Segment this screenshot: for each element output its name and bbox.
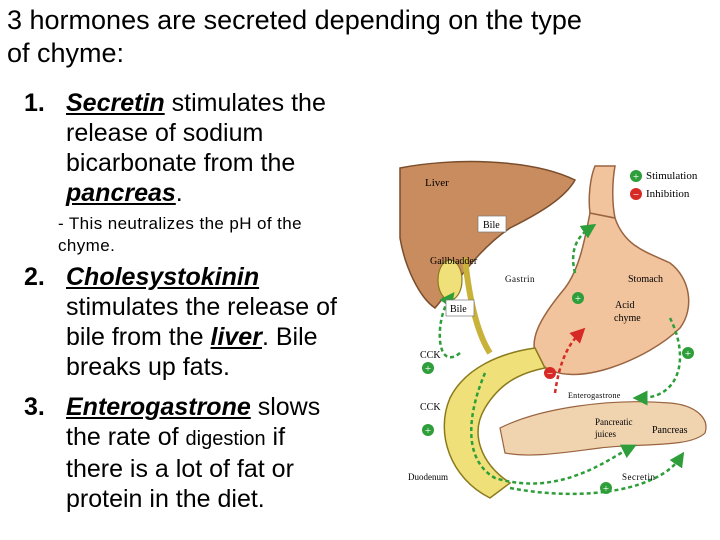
duodenum-shape <box>443 347 547 499</box>
slide-title: 3 hormones are secreted depending on the… <box>7 4 707 70</box>
bile-duct <box>462 257 493 355</box>
item-text: digestion <box>185 428 266 450</box>
item-text: . Bile <box>261 323 318 351</box>
label-chyme: chyme <box>614 313 641 324</box>
legend: + Stimulation − Inhibition <box>630 170 698 201</box>
label-cck-2: CCK <box>420 402 441 413</box>
list-number: 1. <box>24 89 45 117</box>
item-text: release of sodium <box>66 119 264 147</box>
label-pancreatic: Pancreatic <box>595 417 632 427</box>
label-duodenum: Duodenum <box>408 472 448 482</box>
list-item-secretin: 1. Secretin stimulates the release of so… <box>24 88 384 208</box>
item-text: there is a lot of fat or <box>66 455 294 483</box>
list-item-cholesystokinin: 2. Cholesystokinin stimulates the releas… <box>24 262 384 382</box>
item-text: stimulates the <box>164 89 326 117</box>
item-text: if <box>265 423 286 451</box>
label-gallbladder: Gallbladder <box>430 256 478 267</box>
label-gastrin: Gastrin <box>505 274 535 284</box>
legend-stimulation: Stimulation <box>646 170 698 182</box>
label-liver: Liver <box>425 177 449 189</box>
legend-plus-sign: + <box>633 171 639 183</box>
note-line-1: - This neutralizes the pH of the <box>58 214 302 233</box>
secretin-arrow <box>509 451 685 496</box>
term-enterogastrone: Enterogastrone <box>66 393 251 421</box>
item-text: the rate of <box>66 423 186 451</box>
svg-text:+: + <box>685 348 691 360</box>
term-cholesystokinin: Cholesystokinin <box>66 263 260 291</box>
cck-arrow-1 <box>438 291 461 359</box>
plus-icon: + <box>682 347 694 360</box>
plus-icon: + <box>422 424 434 437</box>
list-item-enterogastrone: 3. Enterogastrone slows the rate of dige… <box>24 392 384 514</box>
label-stomach: Stomach <box>628 274 663 285</box>
acid-arrow <box>632 317 682 406</box>
label-juices: juices <box>594 429 616 439</box>
legend-inhibition: Inhibition <box>646 188 690 200</box>
label-enterogastrone: Enterogastrone <box>568 391 621 400</box>
pancreas-shape <box>499 401 707 456</box>
list-number: 2. <box>24 263 45 291</box>
item-text: . <box>175 179 183 207</box>
term-liver: liver <box>210 323 262 351</box>
label-secretin: Secretin <box>622 472 656 482</box>
svg-text:+: + <box>575 293 581 305</box>
digestive-hormone-diagram: + + + + + − + Stimulation − Inhibition L… <box>399 160 707 499</box>
item-text: bicarbonate from the <box>66 149 296 177</box>
item-text: stimulates the release of <box>66 293 337 321</box>
item-text: breaks up fats. <box>66 353 230 381</box>
legend-minus-icon <box>630 188 642 200</box>
label-pancreas: Pancreas <box>652 425 688 436</box>
legend-minus-sign: − <box>633 189 639 201</box>
plus-icon: + <box>600 482 612 495</box>
plus-icon: + <box>572 292 584 305</box>
svg-text:−: − <box>547 368 553 380</box>
term-secretin: Secretin <box>66 89 165 117</box>
note-line-2: chyme. <box>58 236 116 255</box>
legend-plus-icon <box>630 170 642 182</box>
list-number: 3. <box>24 393 45 421</box>
title-line-1: 3 hormones are secreted depending on the… <box>7 5 582 35</box>
label-acid: Acid <box>615 300 634 311</box>
esophagus <box>588 165 616 219</box>
minus-icon: − <box>544 367 556 380</box>
item-text: slows <box>250 393 321 421</box>
term-pancreas: pancreas <box>66 179 176 207</box>
svg-text:+: + <box>603 483 609 495</box>
item-text: bile from the <box>66 323 211 351</box>
label-bile-mid: Bile <box>450 304 467 315</box>
note-text: - This neutralizes the pH of the chyme. <box>58 213 358 257</box>
svg-text:+: + <box>425 425 431 437</box>
title-line-2: of chyme: <box>7 38 125 68</box>
label-cck-1: CCK <box>420 350 441 361</box>
label-bile-top: Bile <box>483 220 500 231</box>
cck-arrow-2 <box>470 372 637 485</box>
item-text: protein in the diet. <box>66 485 265 513</box>
stomach-shape <box>533 212 690 376</box>
plus-icon: + <box>422 362 434 375</box>
enterogastrone-arrow <box>553 327 586 394</box>
svg-text:+: + <box>425 363 431 375</box>
